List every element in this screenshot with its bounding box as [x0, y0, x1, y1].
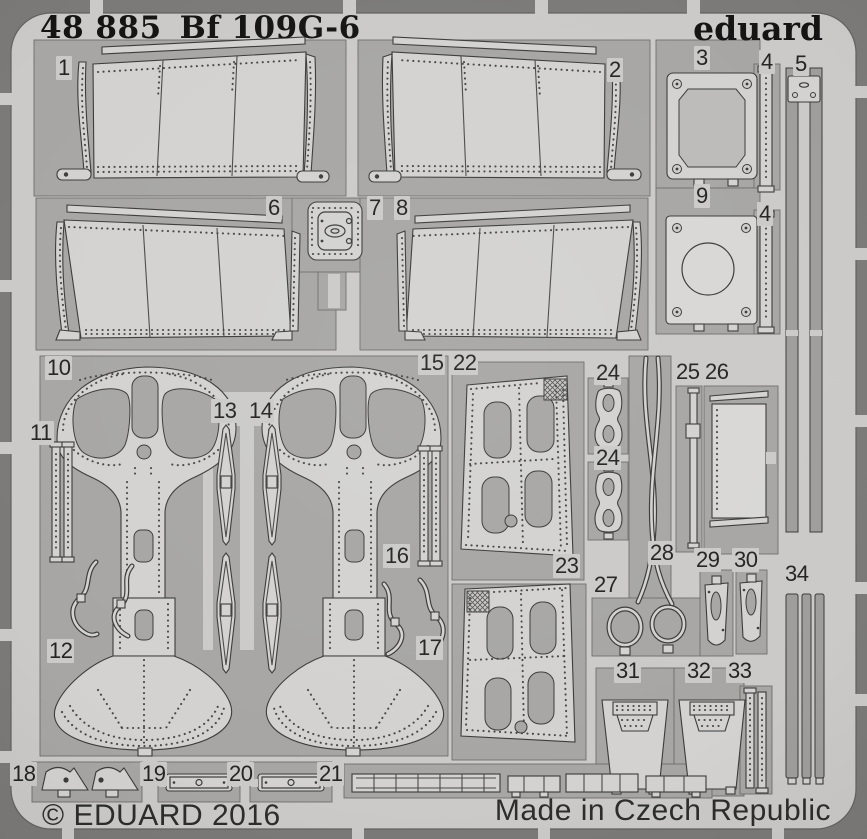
part-label-12: 12 — [47, 638, 75, 663]
part-label-24a: 24 — [594, 360, 622, 385]
sheet-title: 48 885 Bf 109G-6 — [40, 10, 361, 46]
part-9-fuselage-hatch — [665, 215, 758, 332]
origin-text: Made in Czech Republic — [494, 794, 831, 827]
part-label-21: 21 — [317, 761, 345, 786]
part-label-28: 28 — [648, 540, 676, 565]
part-label-4a: 4 — [759, 49, 775, 74]
part-label-34: 34 — [783, 561, 811, 586]
brand-logo: eduard — [693, 9, 823, 48]
part-28-antenna-wires — [635, 355, 675, 607]
part-label-3: 3 — [694, 45, 710, 70]
part-label-33: 33 — [726, 658, 754, 683]
part-label-16: 16 — [383, 543, 411, 568]
part-label-22: 22 — [451, 350, 479, 375]
part-label-25: 25 — [674, 359, 702, 384]
part-label-20: 20 — [227, 761, 255, 786]
part-4-hinge-strip-b — [757, 210, 775, 334]
part-label-2: 2 — [607, 57, 623, 82]
part-label-17: 17 — [416, 635, 444, 660]
part-label-15: 15 — [418, 350, 446, 375]
part-label-19: 19 — [140, 761, 168, 786]
part-30-fairing — [739, 573, 763, 642]
part-label-30: 30 — [732, 547, 760, 572]
part-label-6: 6 — [266, 195, 282, 220]
part-label-31: 31 — [614, 658, 642, 683]
part-label-5: 5 — [793, 51, 809, 76]
part-25-strip — [685, 387, 701, 549]
part-33-strips — [743, 687, 769, 794]
part-label-32: 32 — [685, 658, 713, 683]
part-label-13: 13 — [211, 398, 239, 423]
part-label-18: 18 — [10, 761, 38, 786]
part-18-brackets — [41, 766, 140, 798]
part-26-panel — [709, 390, 776, 528]
part-22-perforated-panel — [460, 375, 574, 557]
part-label-24b: 24 — [594, 445, 622, 470]
part-5-wing-strip — [785, 67, 823, 533]
part-label-23: 23 — [553, 553, 581, 578]
part-label-14: 14 — [247, 398, 275, 423]
part-label-4b: 4 — [757, 201, 773, 226]
part-7-access-plate — [307, 201, 363, 308]
part-4-hinge-strip-a — [757, 65, 775, 193]
kit-name: Bf 109G-6 — [179, 10, 361, 46]
part-label-29: 29 — [694, 547, 722, 572]
copyright-text: © EDUARD 2016 — [42, 799, 281, 832]
part-27-loop-ends — [606, 604, 687, 656]
part-29-fairing — [704, 575, 729, 646]
part-label-7: 7 — [367, 195, 383, 220]
part-label-11: 11 — [28, 420, 54, 445]
catalog-number: 48 885 — [40, 10, 162, 46]
part-21-track-strips — [351, 773, 707, 798]
part-label-10: 10 — [45, 355, 73, 380]
part-label-26: 26 — [703, 359, 731, 384]
part-label-8: 8 — [394, 195, 410, 220]
part-23-perforated-panel — [460, 583, 576, 743]
part-label-27: 27 — [592, 572, 620, 597]
part-label-1: 1 — [56, 55, 72, 80]
part-34-strips — [785, 593, 825, 785]
part-3-radio-hatch — [666, 72, 758, 187]
part-label-9: 9 — [694, 183, 710, 208]
